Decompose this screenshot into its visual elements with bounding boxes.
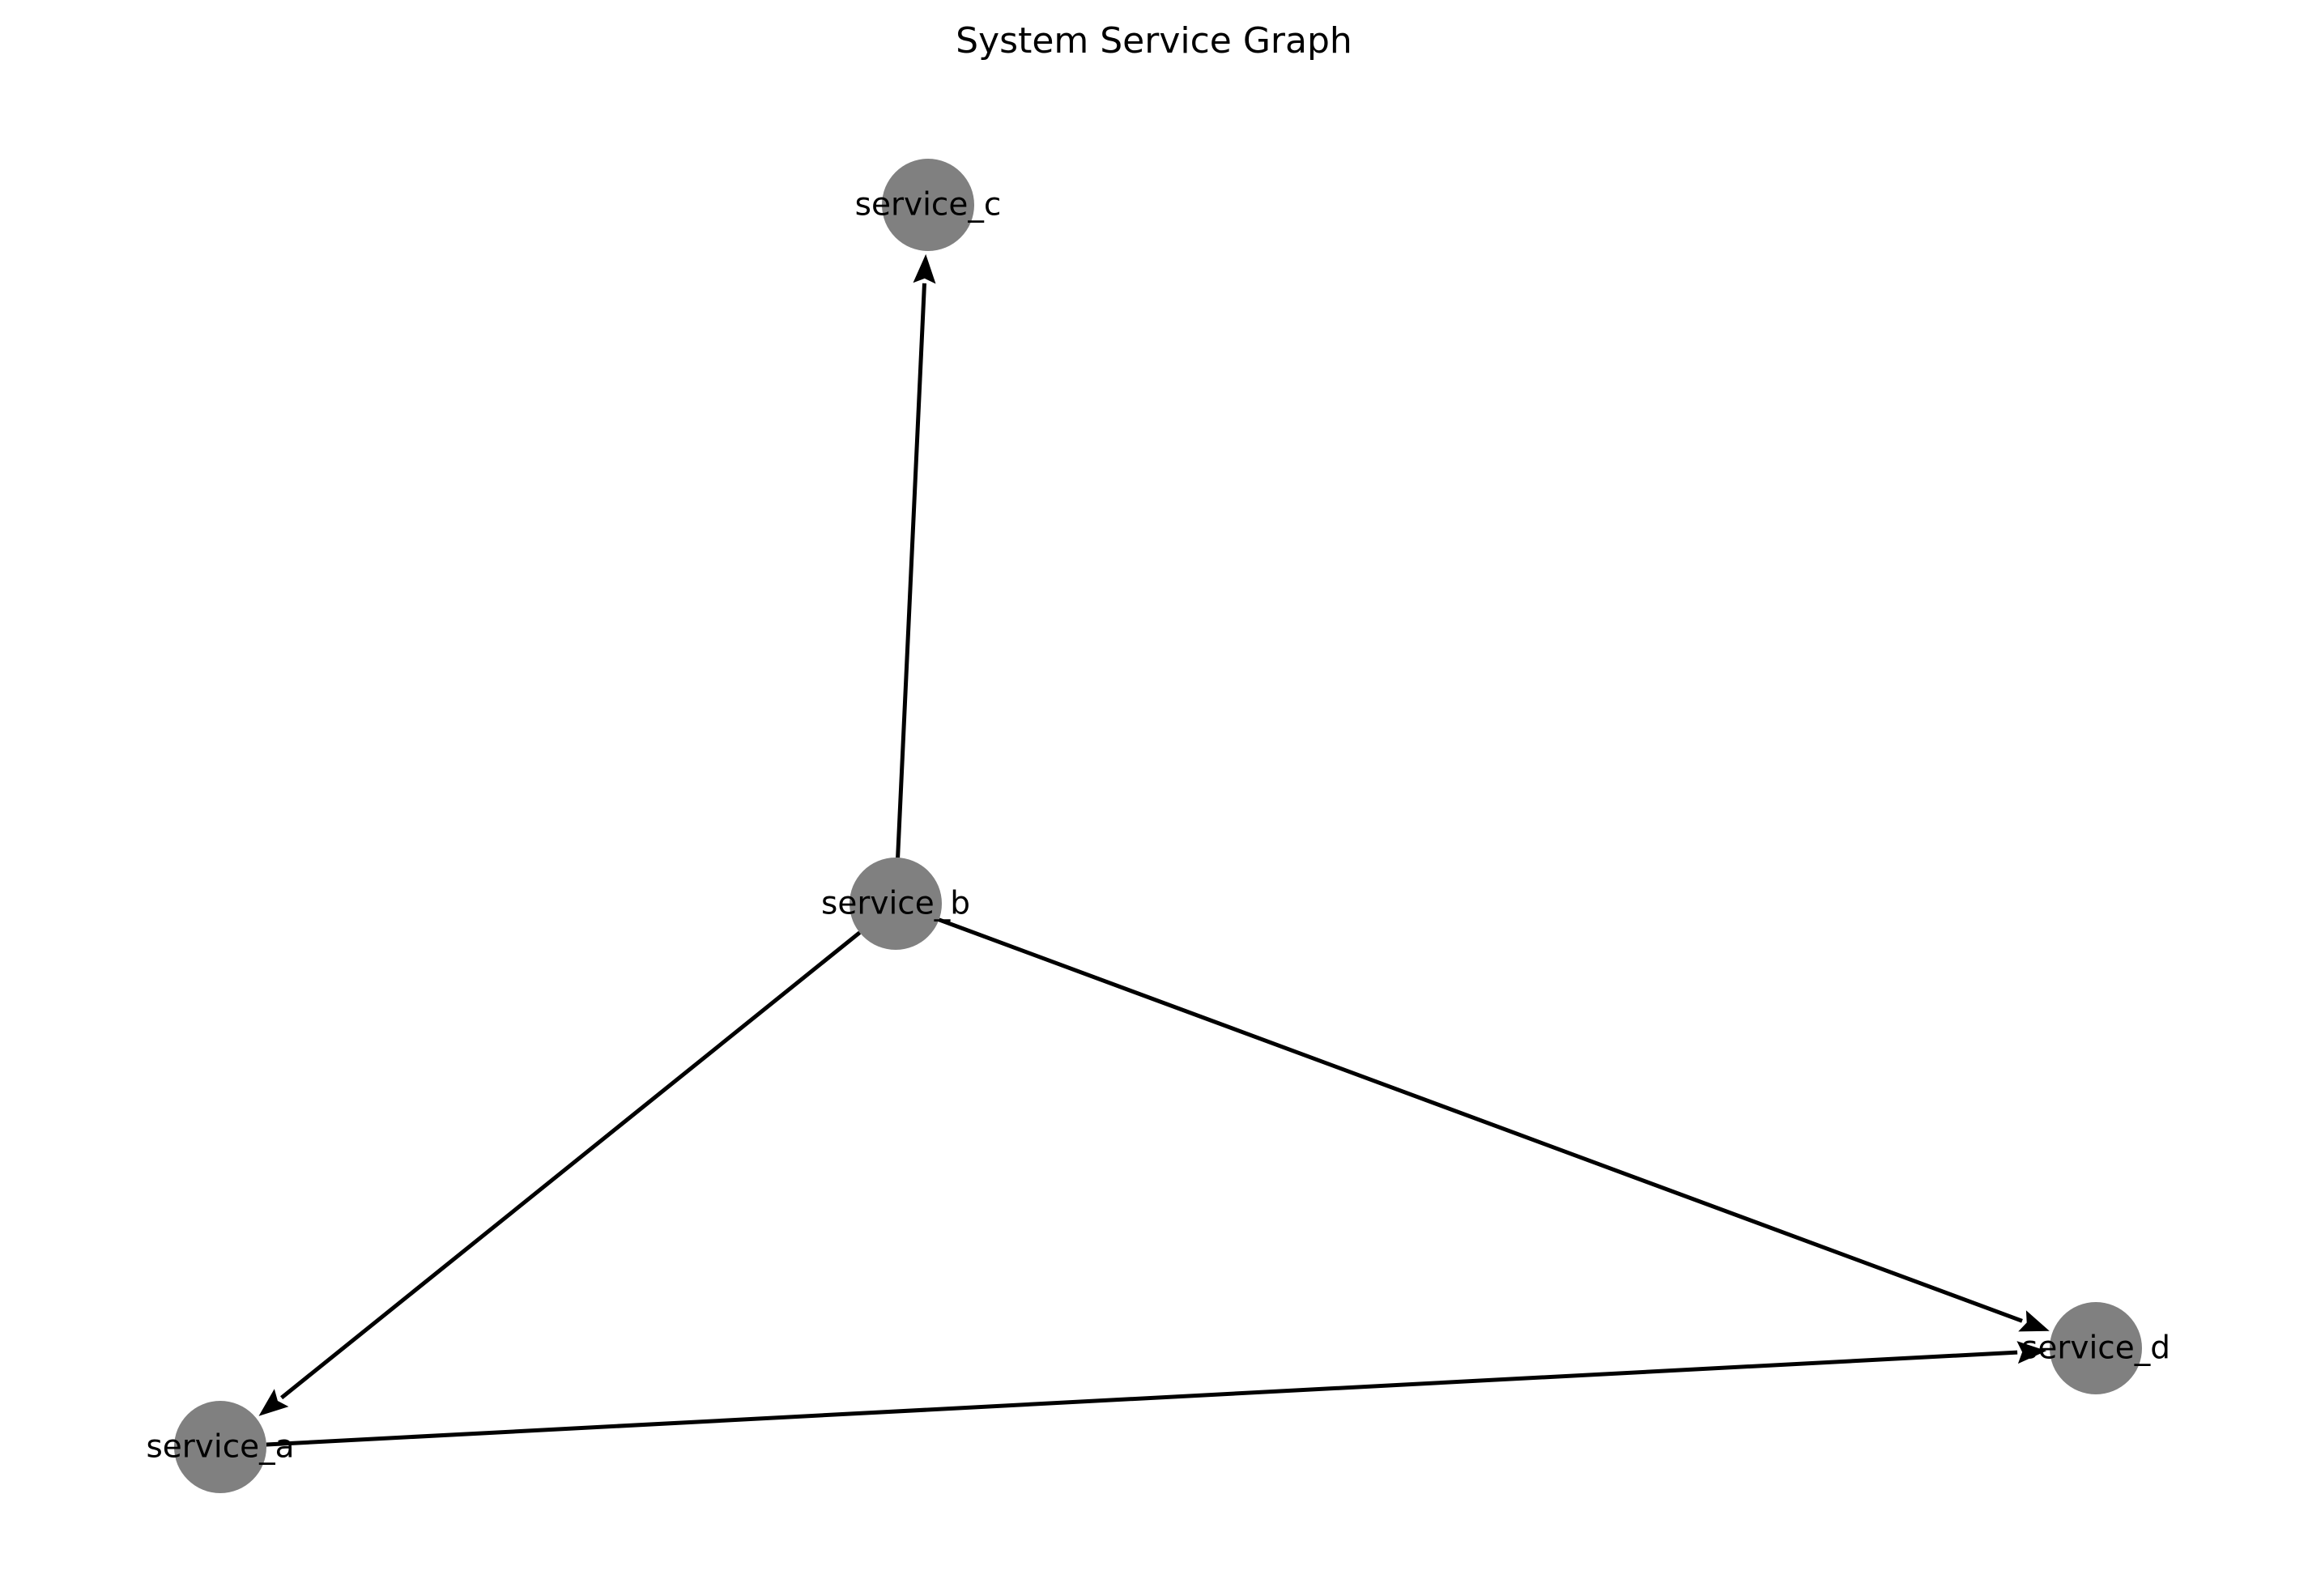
arrowhead-icon [258,1389,289,1416]
node-service_a[interactable]: service_a [146,1401,295,1493]
node-circle[interactable] [2050,1302,2142,1394]
edge-service_a-to-service_d [266,1341,2047,1447]
node-service_d[interactable]: service_d [2021,1302,2170,1394]
edge-line [266,1350,2018,1447]
node-service_c[interactable]: service_c [855,159,1002,251]
graph-title: System Service Graph [956,20,1352,62]
node-circle[interactable] [174,1401,266,1493]
edge-service_b-to-service_a [258,930,862,1416]
edge-line [896,283,926,858]
edge-service_b-to-service_c [896,253,936,858]
node-service_b[interactable]: service_b [821,858,970,950]
edges-layer [258,253,2050,1447]
edge-service_b-to-service_d [938,917,2050,1332]
node-label: service_a [146,1429,294,1466]
node-circle[interactable] [850,858,942,950]
arrowhead-icon [2016,1341,2047,1364]
edge-line [280,930,862,1400]
node-label: service_b [821,886,970,922]
nodes-layer: service_a service_b service_c service_d [146,159,2170,1493]
node-circle[interactable] [882,159,974,251]
arrowhead-icon [2018,1310,2050,1332]
node-label: service_c [855,187,1002,223]
edge-line [938,917,2023,1323]
arrowhead-icon [913,253,936,284]
node-label: service_d [2021,1330,2170,1367]
